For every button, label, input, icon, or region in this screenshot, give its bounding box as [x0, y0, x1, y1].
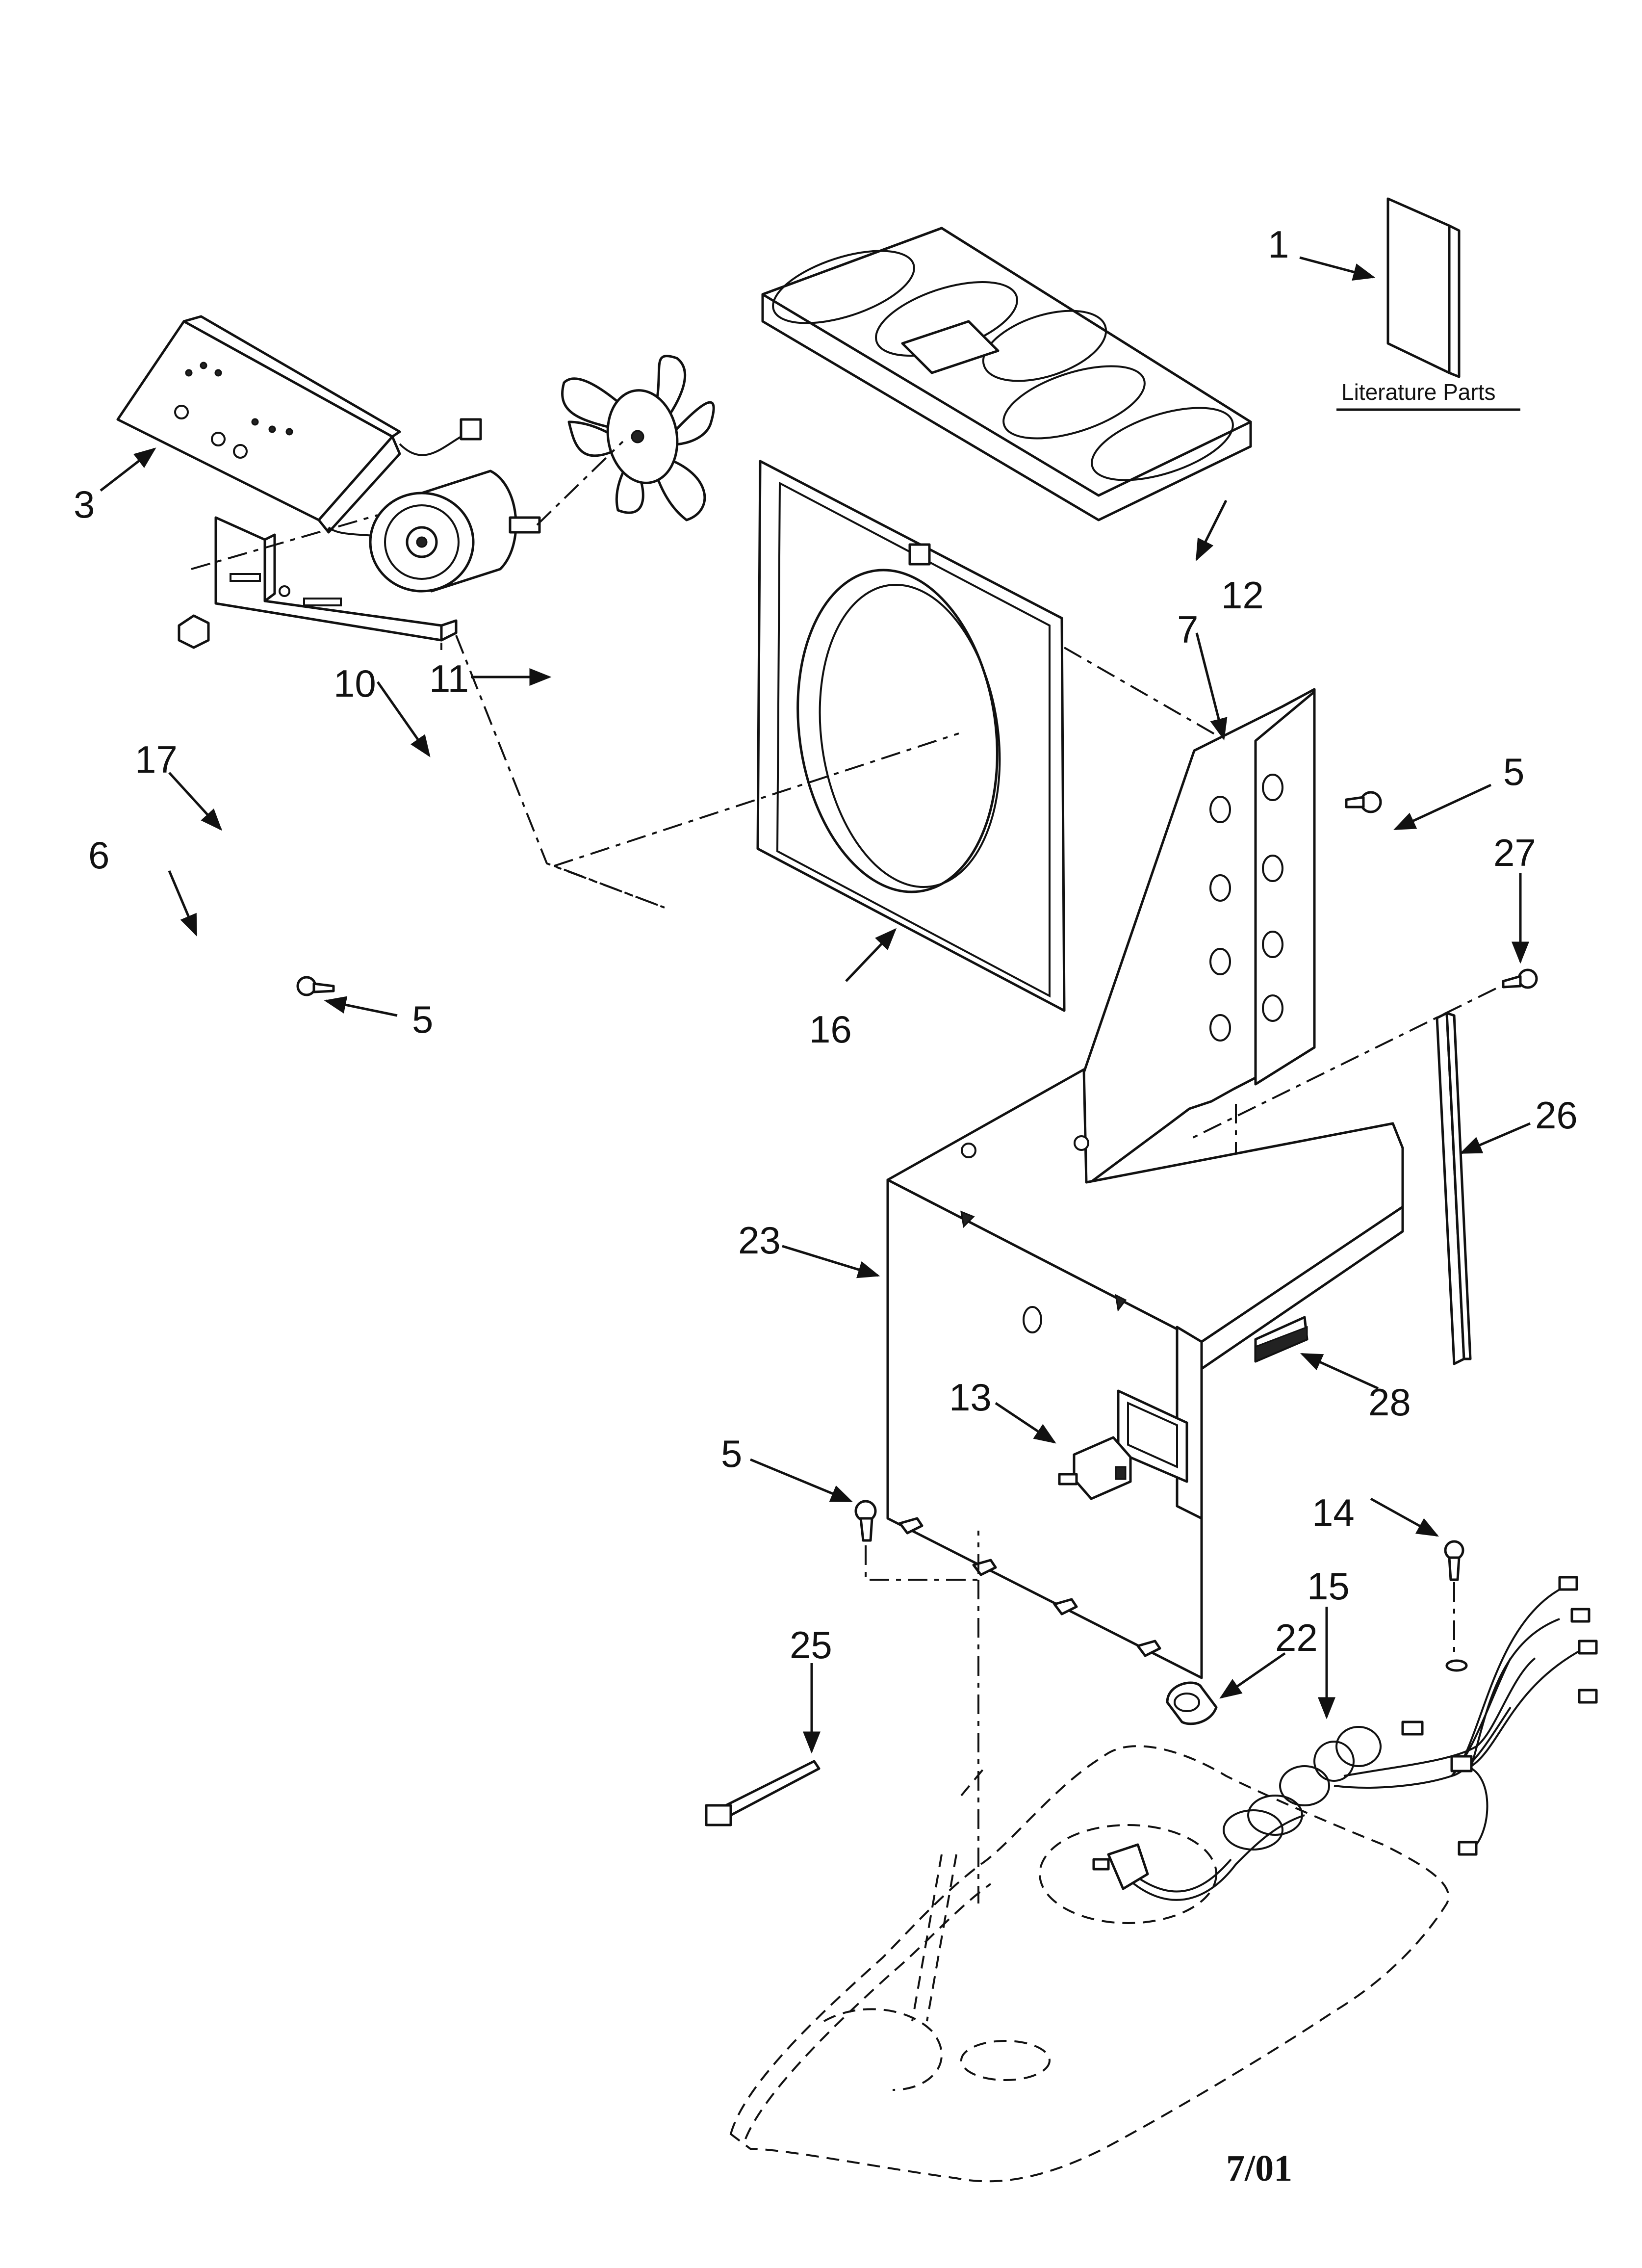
fan-blade — [561, 355, 715, 521]
screw-right-upper — [1345, 791, 1382, 813]
callout-6: 6 — [88, 834, 109, 877]
fan-shroud — [756, 460, 1261, 1012]
callout-23: 23 — [738, 1219, 781, 1262]
hex-nut — [178, 614, 210, 649]
callout-3: 3 — [74, 483, 95, 526]
cord-clamp — [1166, 1681, 1218, 1725]
base-pan-phantom — [729, 1745, 1450, 2183]
fan-motor — [369, 441, 624, 593]
callout-14: 14 — [1312, 1491, 1355, 1534]
callout-26: 26 — [1535, 1094, 1578, 1137]
top-cover — [761, 227, 1252, 521]
callout-25: 25 — [790, 1623, 832, 1667]
literature-booklet — [1336, 197, 1520, 411]
callout-1: 1 — [1268, 223, 1289, 266]
literature-parts-label: Literature Parts — [1341, 379, 1495, 405]
callout-10: 10 — [334, 662, 376, 705]
fan-centerline — [554, 732, 959, 867]
callout-7: 7 — [1177, 608, 1198, 651]
callout-27: 27 — [1493, 831, 1536, 874]
callout-15: 15 — [1307, 1564, 1350, 1608]
callout-17: 17 — [135, 738, 178, 781]
callout-5-lower: 5 — [721, 1432, 742, 1475]
control-panel — [116, 315, 482, 556]
screw-14 — [1444, 1540, 1468, 1672]
screw-left — [296, 976, 335, 996]
tie-strap — [705, 1760, 821, 1826]
callout-12: 12 — [1221, 574, 1264, 617]
callout-16: 16 — [809, 1008, 852, 1051]
callout-13: 13 — [949, 1376, 992, 1419]
callout-22: 22 — [1275, 1616, 1318, 1659]
callout-5-upper-right: 5 — [1503, 750, 1524, 793]
side-rail — [1436, 1012, 1472, 1365]
callout-28: 28 — [1368, 1381, 1411, 1424]
foam-seal — [1254, 1316, 1308, 1363]
bracket-path-line — [455, 635, 665, 909]
screw-lower — [854, 1500, 979, 1903]
callout-5-left: 5 — [412, 998, 433, 1041]
date-code: 7/01 — [1226, 2148, 1292, 2189]
leader-arrows — [100, 256, 1531, 1754]
callout-11: 11 — [429, 657, 469, 700]
motor-bracket — [191, 514, 458, 650]
power-cord-harness — [1092, 1576, 1598, 1901]
switch — [1058, 1436, 1132, 1500]
